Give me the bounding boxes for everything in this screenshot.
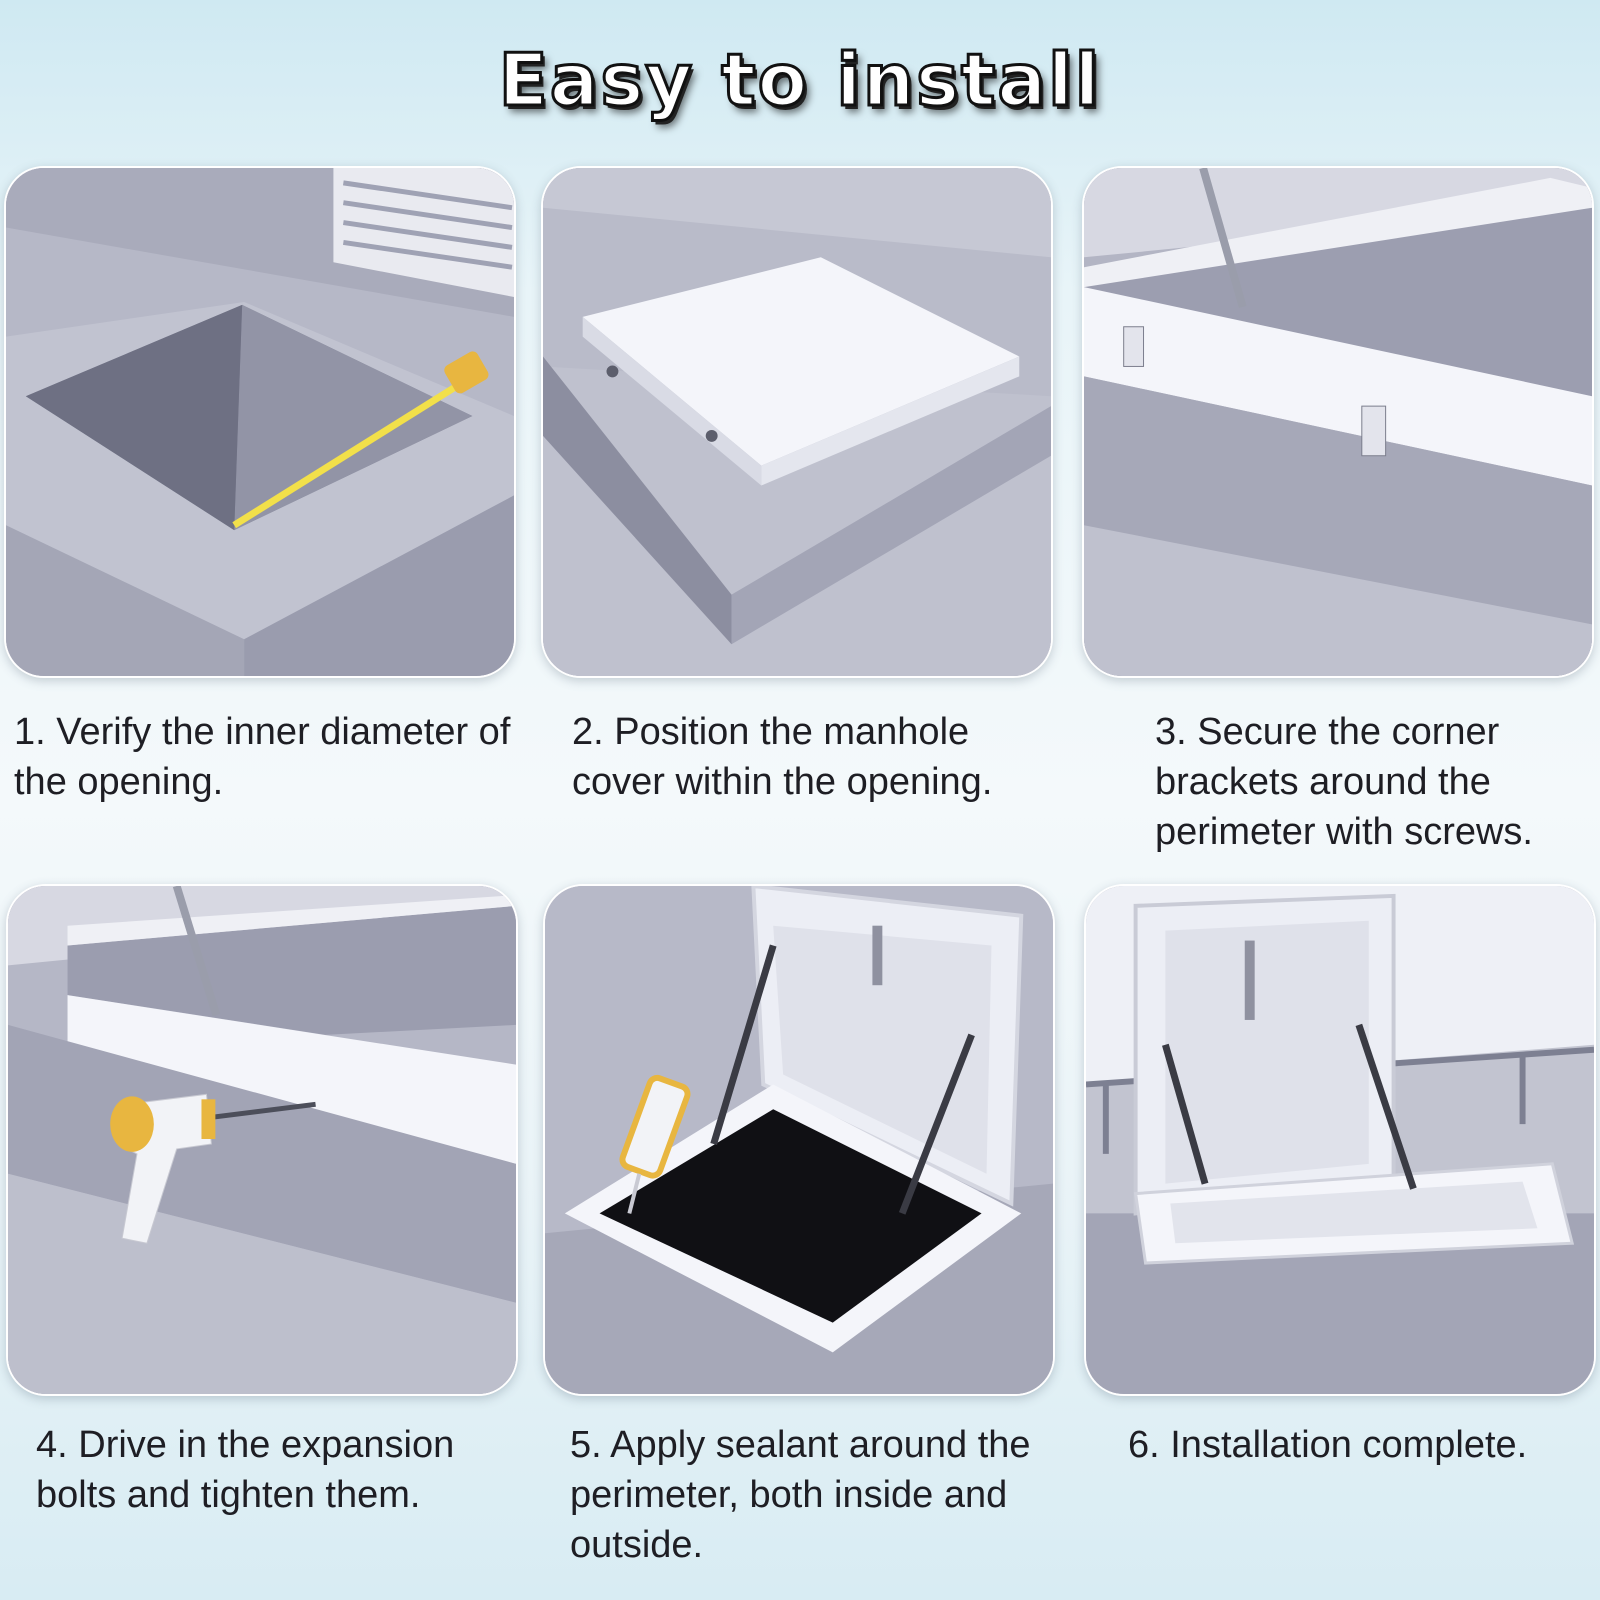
step-5-illustration <box>543 884 1055 1396</box>
step-3-caption: 3. Secure the corner brackets around the… <box>1155 711 1533 853</box>
step-1-illustration <box>4 166 516 678</box>
page-title: Easy to install <box>497 37 1102 124</box>
step-5-caption: 5. Apply sealant around the perimeter, b… <box>570 1424 1031 1566</box>
step-4-caption: 4. Drive in the expansion bolts and tigh… <box>36 1424 455 1516</box>
step-3-illustration <box>1082 166 1594 678</box>
step-6-caption: 6. Installation complete. <box>1128 1424 1528 1466</box>
step-2-illustration <box>541 166 1053 678</box>
step-6-illustration <box>1084 884 1596 1396</box>
step-1-caption: 1. Verify the inner diameter of the open… <box>14 711 511 803</box>
step-2-caption: 2. Position the manhole cover within the… <box>572 711 993 803</box>
step-4-illustration <box>6 884 518 1396</box>
